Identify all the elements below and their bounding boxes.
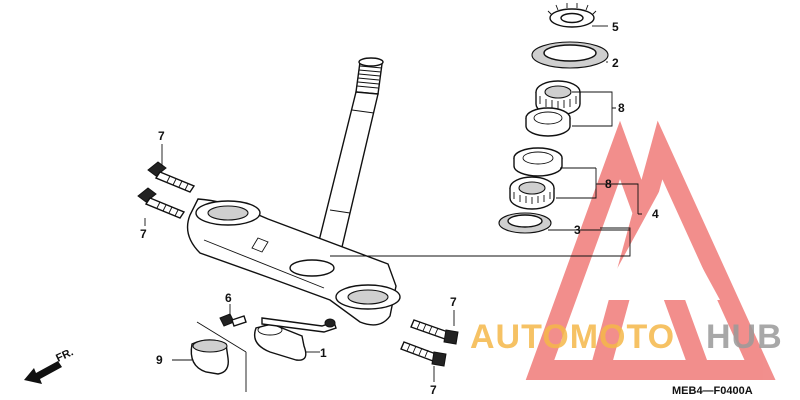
bearing-upper-cup bbox=[525, 107, 571, 137]
bolt-lower-a bbox=[410, 319, 459, 345]
callout-bolt-upper-b: 7 bbox=[140, 227, 147, 241]
lock-nut bbox=[547, 3, 597, 28]
watermark-text-part1: AUTOMOTO bbox=[470, 318, 675, 356]
callout-bolt-lower-b: 7 bbox=[430, 383, 437, 397]
callout-clamp: 9 bbox=[156, 353, 163, 367]
callout-steering-stem: 1 bbox=[320, 346, 327, 360]
bolt-upper-b bbox=[137, 187, 186, 219]
callout-bolt-upper-a: 7 bbox=[158, 129, 165, 143]
cable-clamp bbox=[253, 317, 337, 361]
bearing-lower-race bbox=[509, 176, 555, 210]
callout-lock-nut: 5 bbox=[612, 20, 619, 34]
callout-bolt-lower-a: 7 bbox=[450, 295, 457, 309]
callout-bolt-small: 6 bbox=[225, 291, 232, 305]
dust-seal bbox=[498, 212, 552, 234]
automotohub-watermark bbox=[525, 120, 776, 380]
callout-bearing-seal: 2 bbox=[612, 56, 619, 70]
watermark-text-part2: HUB bbox=[706, 318, 783, 356]
watermark-triangle-icon bbox=[525, 120, 776, 380]
watermark-text: AUTOMOTO HUB bbox=[470, 318, 783, 356]
hose-clamp bbox=[190, 339, 229, 375]
callout-bearing-lower: 8 bbox=[605, 177, 612, 191]
direction-label: FR. bbox=[54, 346, 75, 364]
callout-bearing-upper: 8 bbox=[618, 101, 625, 115]
leader-lines bbox=[144, 25, 642, 392]
bolt-small bbox=[219, 313, 247, 327]
callout-dust-seal: 3 bbox=[574, 223, 581, 237]
callout-bearing-set: 4 bbox=[652, 207, 659, 221]
diagram-code: MEB4—F0400A bbox=[672, 385, 753, 397]
bearing-lower-cup bbox=[513, 147, 563, 177]
front-arrow-icon: FR. bbox=[24, 346, 75, 384]
bearing-seal bbox=[531, 41, 609, 69]
bolt-lower-b bbox=[400, 341, 447, 367]
bolt-upper-a bbox=[147, 161, 196, 193]
steering-stem bbox=[186, 57, 401, 326]
